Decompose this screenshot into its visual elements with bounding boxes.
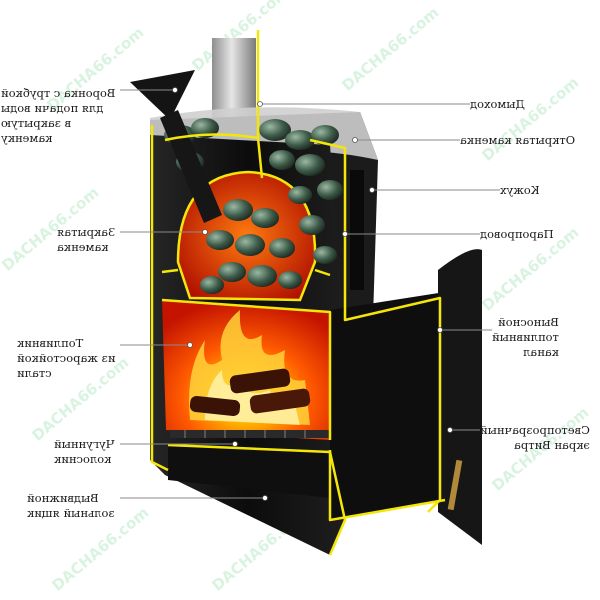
- label-open-heater: Открытая каменка: [460, 133, 576, 147]
- label-steam-duct: Паропровод: [480, 227, 554, 241]
- grate-bars: [184, 430, 306, 438]
- leader-dots: [172, 87, 453, 501]
- label-chimney: Дымоход: [470, 97, 525, 111]
- label-closed-heater: Закрытая каменка: [56, 225, 115, 254]
- door-handle: [447, 459, 463, 511]
- label-tunnel: Выносной топливный канал: [492, 315, 559, 359]
- yellow-outlines: [150, 30, 446, 556]
- fuel-tunnel: [330, 292, 445, 520]
- water-funnel: [130, 70, 195, 120]
- label-funnel: Воронка с трубкой для подачи воды в закр…: [0, 86, 115, 145]
- stones-closed: [200, 199, 302, 294]
- label-ash-box: Выдвижной зольный ящик: [27, 491, 115, 520]
- label-casing: Кожух: [500, 183, 540, 197]
- label-firebox: Топливник из жаростойкой стали: [16, 336, 115, 380]
- label-glass: Светопрозрачный экран Витра: [480, 423, 590, 452]
- grate: [170, 430, 330, 438]
- ash-box: [168, 445, 330, 498]
- logs: [189, 368, 311, 416]
- glass-door: [438, 249, 482, 545]
- label-grate: Чугунный колосник: [54, 437, 115, 466]
- casing-vents: [350, 170, 364, 290]
- leader-lines: [120, 89, 500, 499]
- closed-heater-outline: [176, 170, 317, 302]
